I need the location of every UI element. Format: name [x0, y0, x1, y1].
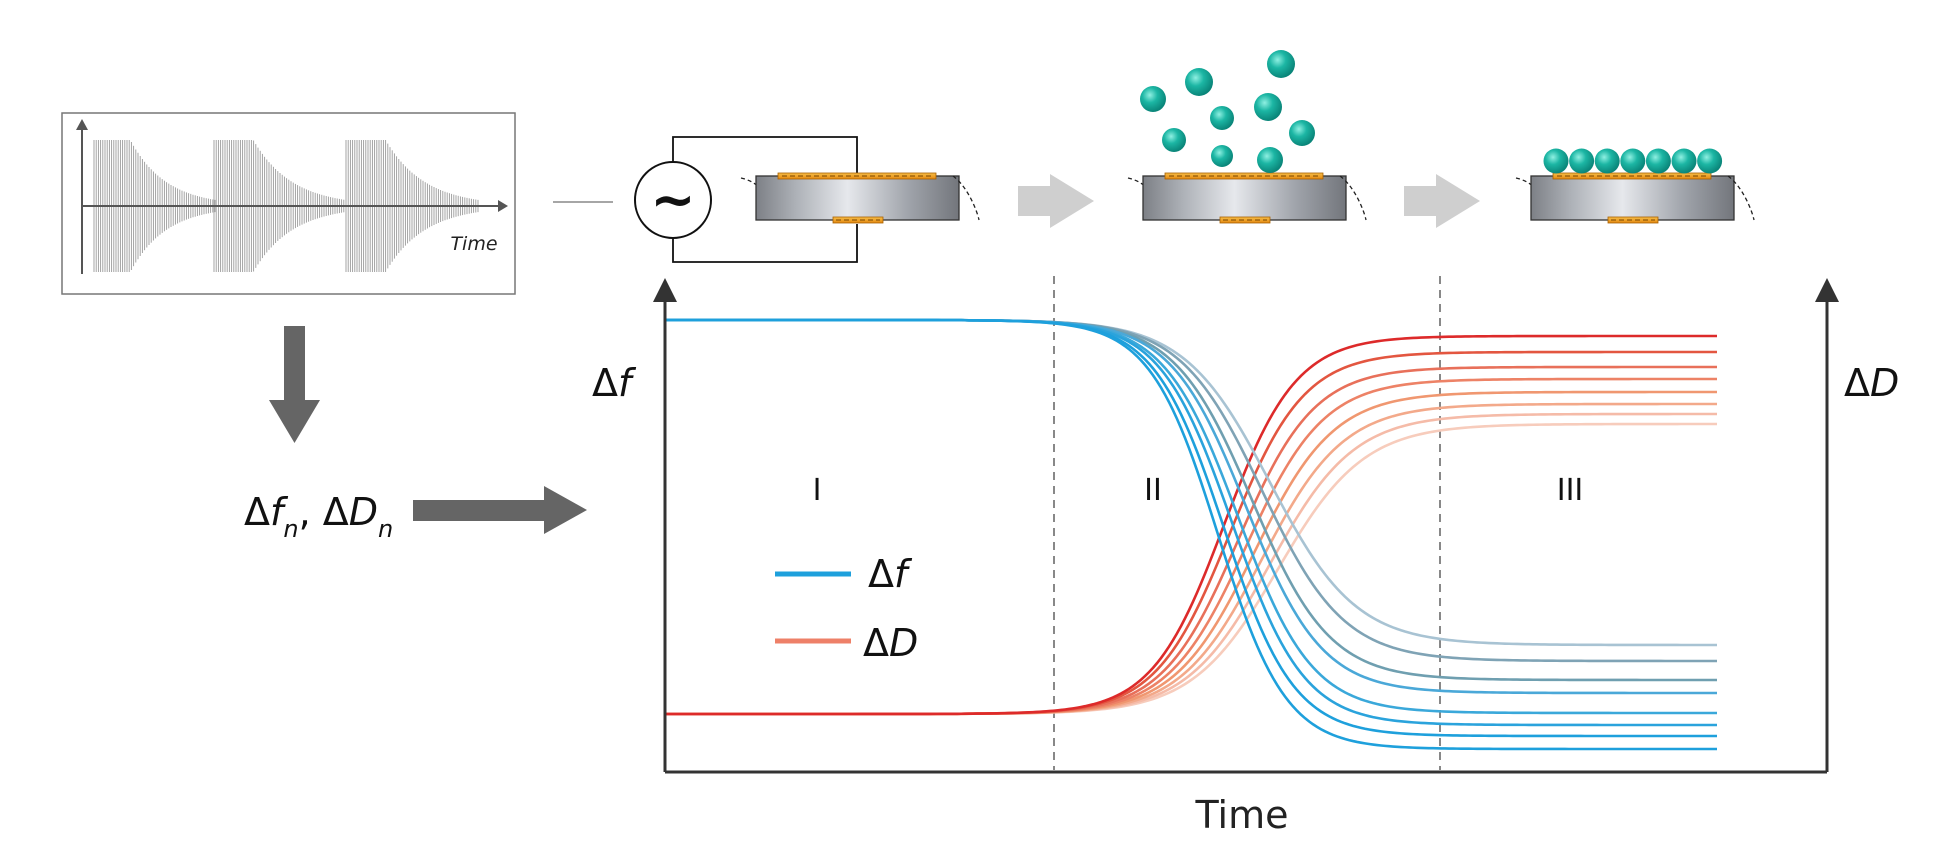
- ringdown-inset: Time: [61, 112, 516, 295]
- right-arrow: [413, 486, 587, 534]
- step-arrow-1: [1018, 174, 1094, 228]
- ac-generator: ~: [634, 136, 858, 263]
- bottom-electrode: [832, 216, 884, 224]
- region-label-1: I: [813, 473, 822, 508]
- shear-mode-left: [1127, 177, 1155, 221]
- down-arrow: [269, 326, 320, 443]
- particle: [1185, 68, 1213, 96]
- particle: [1594, 148, 1620, 174]
- step-arrow-2: [1404, 174, 1480, 228]
- particle: [1645, 148, 1671, 174]
- inset-time-arrowhead: [498, 200, 508, 212]
- particle: [1289, 120, 1315, 146]
- region-label-2: II: [1144, 473, 1162, 508]
- legend: Δf ΔD: [775, 552, 918, 665]
- particle: [1210, 106, 1234, 130]
- response-chart: Δf ΔD Time I II III Δf ΔD: [592, 276, 1899, 837]
- particle: [1254, 93, 1282, 121]
- legend-label-d: ΔD: [863, 621, 918, 665]
- particle: [1211, 145, 1233, 167]
- frequency-curve: [665, 318, 1717, 751]
- measured-parameters-label: Δfn, ΔDn: [244, 490, 393, 543]
- quartz-crystal: [755, 175, 960, 221]
- inset-amplitude-arrowhead: [76, 119, 88, 130]
- particle: [1162, 128, 1186, 152]
- sine-symbol: ~: [650, 168, 695, 231]
- inset-time-label: Time: [450, 233, 497, 255]
- particle: [1569, 148, 1595, 174]
- quartz-crystal: [1530, 175, 1735, 221]
- shear-mode-left: [1515, 177, 1543, 221]
- right-axis-arrowhead: [1815, 278, 1839, 302]
- shear-mode-left: [740, 177, 768, 221]
- region-label-3: III: [1557, 473, 1584, 508]
- particle: [1267, 50, 1295, 78]
- quartz-crystal: [1142, 175, 1347, 221]
- shear-mode-right: [1727, 175, 1755, 221]
- legend-label-f: Δf: [868, 552, 913, 596]
- bottom-electrode: [1607, 216, 1659, 224]
- dissipation-curve: [665, 377, 1717, 716]
- bottom-electrode: [1219, 216, 1271, 224]
- particle: [1671, 148, 1697, 174]
- dissipation-curve: [665, 422, 1717, 716]
- left-axis-label: Δf: [592, 361, 637, 405]
- particle: [1257, 147, 1283, 173]
- sensor-adsorbing: [1127, 172, 1367, 224]
- particle: [1620, 148, 1646, 174]
- sensor-covered: [1515, 148, 1755, 224]
- sensor-bare: [740, 172, 980, 224]
- right-axis-label: ΔD: [1844, 361, 1899, 405]
- circuit-wire-top: [672, 136, 858, 176]
- circuit-wire-bottom: [672, 224, 858, 263]
- particle: [1697, 148, 1723, 174]
- left-axis-arrowhead: [653, 278, 677, 302]
- particle: [1543, 148, 1569, 174]
- time-axis-label: Time: [1195, 793, 1289, 837]
- shear-mode-right: [1339, 175, 1367, 221]
- frequency-curves: [665, 318, 1717, 751]
- particle: [1140, 86, 1166, 112]
- dissipation-curve: [665, 334, 1717, 716]
- dissipation-curves: [665, 334, 1717, 716]
- particles-in-solution: [1140, 50, 1315, 173]
- shear-mode-right: [952, 175, 980, 221]
